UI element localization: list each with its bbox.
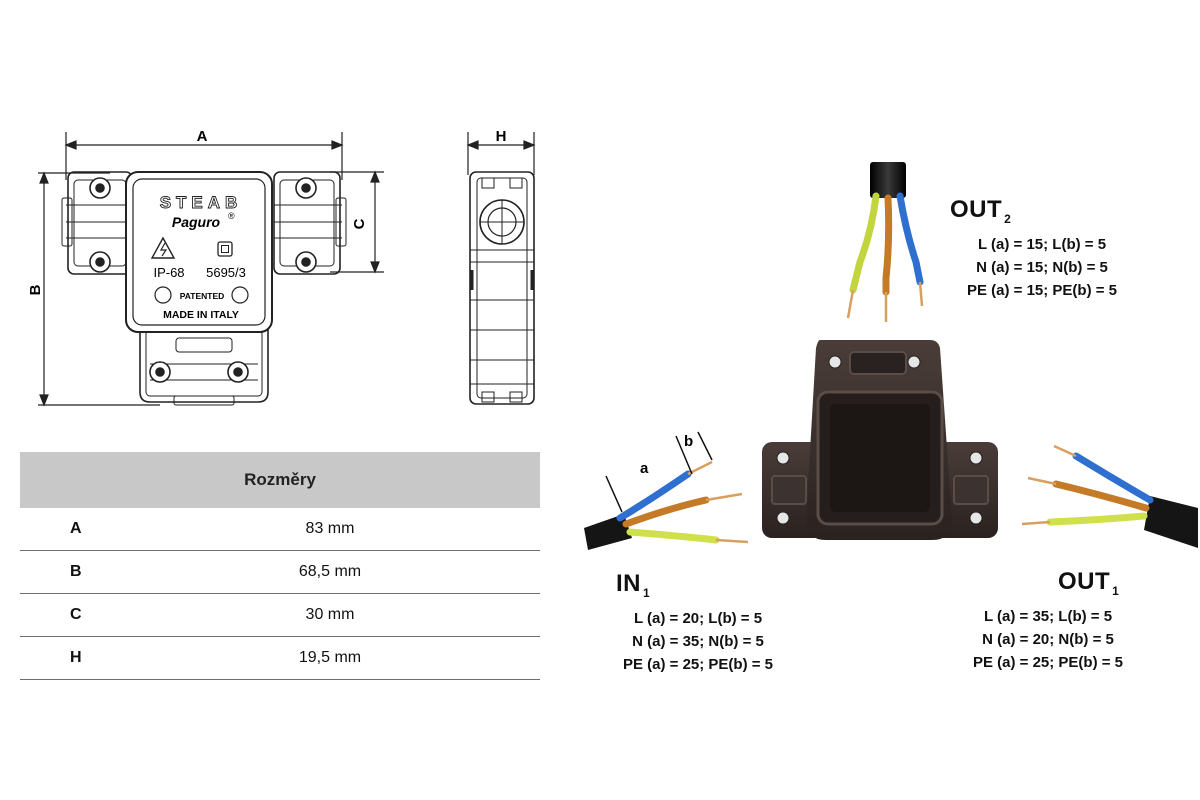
dim-label-h: H [496, 128, 507, 145]
square-mark-icon [217, 241, 233, 257]
spec-out1-title-text: OUT [1058, 568, 1111, 595]
table-row: H 19,5 mm [20, 637, 540, 680]
dimension-a [64, 132, 344, 180]
table-row-key: H [70, 649, 82, 666]
table-row: B 68,5 mm [20, 551, 540, 594]
front-view-drawing: A B C [27, 128, 384, 407]
side-view-drawing: H [466, 128, 536, 405]
table-row-key: C [70, 606, 82, 623]
spec-out2-line-n: N (a) = 15; N(b) = 5 [976, 259, 1108, 276]
table-row-key: A [70, 520, 82, 537]
spec-in1-line-pe: PE (a) = 25; PE(b) = 5 [622, 656, 774, 673]
spec-out1-line-l: L (a) = 35; L(b) = 5 [983, 608, 1113, 625]
circle-mark-right [231, 286, 249, 304]
cable-out2 [846, 162, 924, 322]
table-header-label: Rozměry [244, 470, 316, 489]
spec-in1-line-l: L (a) = 20; L(b) = 5 [633, 610, 763, 627]
table-row-value: 19,5 mm [298, 649, 362, 666]
spec-in1-title-text: IN [616, 570, 641, 597]
spec-in1-line-n: N (a) = 35; N(b) = 5 [632, 633, 764, 650]
wire-label-a: a [640, 460, 649, 477]
table-header: Rozměry [20, 452, 540, 508]
spec-out1-line-n: N (a) = 20; N(b) = 5 [982, 631, 1114, 648]
wire-label-b: b [684, 433, 693, 450]
registered-mark: ® [228, 211, 235, 221]
table-row-value: 30 mm [305, 606, 355, 623]
spec-out2-line-pe: PE (a) = 15; PE(b) = 5 [966, 282, 1118, 299]
spec-out1-subscript: 1 [1112, 584, 1120, 598]
dimension-b [38, 171, 160, 407]
cable-out1 [1021, 444, 1198, 548]
screw-icons [89, 177, 317, 383]
dim-label-a: A [197, 128, 208, 145]
made-in-text: MADE IN ITALY [163, 309, 239, 321]
model-text: Paguro [172, 214, 221, 230]
product-code-text: 5695/3 [206, 265, 246, 280]
dimension-h [466, 132, 536, 175]
table-row: C 30 mm [20, 594, 540, 637]
spec-out2-title-text: OUT [950, 196, 1003, 223]
table-row-value: 83 mm [305, 520, 355, 537]
junction-box-front [61, 171, 347, 406]
product-photo-illustration: a b [584, 162, 1198, 550]
circle-mark-left [154, 286, 172, 304]
dim-label-c: C [351, 218, 368, 229]
table-row-key: B [70, 563, 82, 580]
table-row: A 83 mm [20, 508, 540, 551]
dimensions-table: Rozměry A 83 mm B 68,5 mm C 30 mm H 19,5… [20, 452, 540, 680]
junction-box-photo [762, 340, 998, 540]
spec-out2-subscript: 2 [1004, 212, 1012, 226]
brand-text: STEAB [160, 193, 243, 212]
spec-out1-line-pe: PE (a) = 25; PE(b) = 5 [972, 654, 1124, 671]
table-row-value: 68,5 mm [298, 563, 362, 580]
patented-text: PATENTED [180, 291, 225, 301]
dimension-c [330, 170, 384, 274]
junction-box-side [469, 171, 535, 405]
cable-in1 [584, 431, 749, 550]
spec-out2-line-l: L (a) = 15; L(b) = 5 [977, 236, 1107, 253]
ip-rating-text: IP-68 [153, 265, 184, 280]
electric-hazard-icon [150, 236, 176, 259]
spec-in1-subscript: 1 [643, 586, 651, 600]
dim-label-b: B [27, 284, 44, 295]
